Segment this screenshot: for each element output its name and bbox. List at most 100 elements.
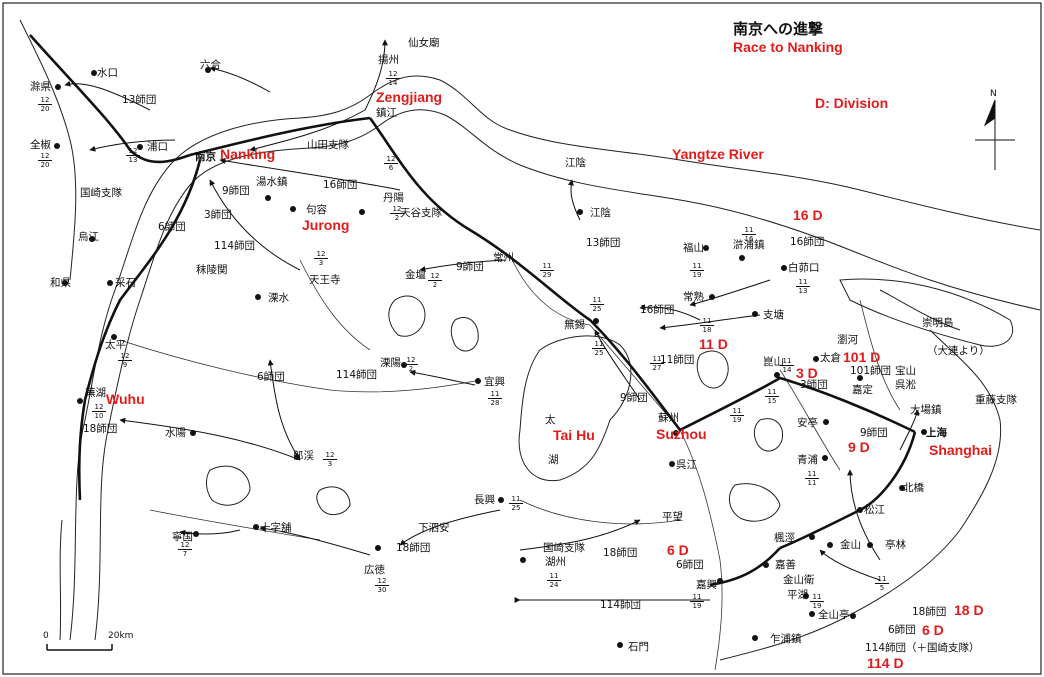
unit-13-division: 13師団 [122,94,157,106]
town-marker [827,542,833,548]
place-nanjing: 南京 [195,151,216,163]
place-danyang: 丹陽 [383,192,404,204]
place-chuxian: 滁県 [30,81,51,93]
unit-9-division-a: 9師団 [222,185,250,197]
town-marker [359,209,365,215]
label-jurong: Jurong [302,217,350,233]
town-marker [475,378,481,384]
town-marker [54,143,60,149]
town-marker [669,461,675,467]
place-shimen: 石門 [628,641,649,653]
scale-bar [46,644,113,651]
place-zhenjiang: 鎮江 [376,107,397,119]
label-zengjiang: Zengjiang [376,89,443,105]
town-marker [520,557,526,563]
label-6d-b: 6 D [922,622,944,638]
unit-yamada: 山田支隊 [307,139,349,151]
place-guangde: 広徳 [364,564,385,576]
town-marker [375,545,381,551]
place-kunshan: 崑山 [763,356,784,368]
unit-16-division-c: 16師団 [640,304,675,316]
unit-9-division-b: 9師団 [456,261,484,273]
unit-114-division-c: 114師団 [600,599,642,611]
town-marker [55,84,61,90]
label-9d: 9 D [848,439,870,455]
town-marker [857,507,863,513]
town-marker [617,642,623,648]
unit-from-dalian: （大連より） [927,345,990,357]
place-tianwangsi: 天王寺 [309,274,341,286]
town-marker [498,497,504,503]
town-marker [107,280,113,286]
unit-amaya: 天谷支隊 [400,207,442,219]
label-101d: 101 D [843,349,881,365]
place-hu: 湖 [548,454,559,466]
town-marker [577,209,583,215]
town-marker [809,534,815,540]
unit-114-division-a: 114師団 [214,240,256,252]
label-11d: 11 D [699,336,728,352]
place-caishi: 采石 [115,277,136,289]
label-suzhou: Suzhou [656,426,707,442]
unit-9-division-c: 9師団 [620,392,648,404]
place-baoshan: 宝山 [895,365,916,377]
place-shanghai: 上海 [926,427,947,439]
place-langxi: 郎渓 [293,450,314,462]
place-suzhou: 蘇州 [658,412,679,424]
place-yangzhou: 揚州 [378,54,399,66]
scale-end: 20km [108,631,134,641]
place-baimaokou: 白茆口 [788,262,820,274]
place-xiannu: 仙女廟 [408,37,440,49]
town-marker [265,195,271,201]
place-jurong: 句容 [306,204,327,216]
place-ningguo: 寧国 [172,531,193,543]
north-label: N [990,89,997,99]
town-marker [91,70,97,76]
place-wujiang: 烏江 [78,231,99,243]
unit-kunisaki: 国崎支隊 [80,187,122,199]
place-shuikou: 水口 [97,67,118,79]
coastline [719,278,1014,661]
place-jinshanwei: 金山衛 [783,574,815,586]
place-lishui: 溧水 [268,292,289,304]
place-changxing: 長興 [474,494,495,506]
place-changshu: 常熟 [683,291,704,303]
place-wuhu: 蕪湖 [85,387,106,399]
place-zhapu: 乍浦鎮 [770,633,802,645]
unit-16-division-a: 16師団 [323,179,358,191]
place-tai: 太 [545,414,556,426]
label-6d: 6 D [667,542,689,558]
unit-6-division-d: 6師団 [888,624,916,636]
town-marker [290,206,296,212]
town-marker [294,454,300,460]
place-changzhou: 常州 [493,252,514,264]
place-hexian: 和県 [50,277,71,289]
place-tangshui: 湯水鎮 [256,176,288,188]
place-pinghu: 平湖 [787,589,808,601]
town-marker [703,245,709,251]
label-18d: 18 D [954,602,984,618]
town-marker [673,430,679,436]
town-marker [899,485,905,491]
